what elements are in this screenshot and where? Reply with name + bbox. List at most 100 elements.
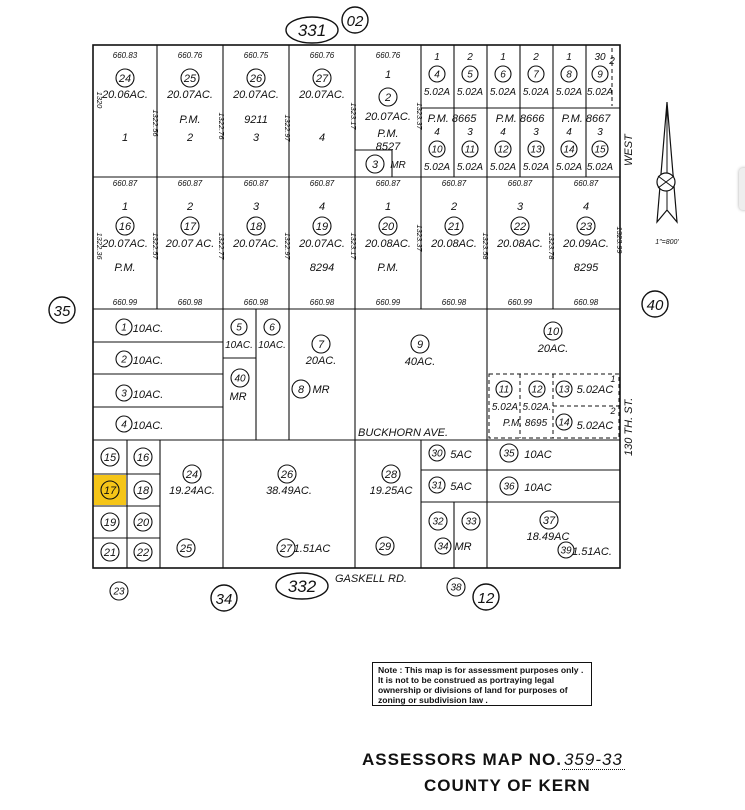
parcel-number: 21	[447, 221, 460, 233]
parcel-area: 5.02A	[457, 87, 483, 98]
parcel-area: 20.06AC.	[101, 89, 148, 101]
parcel-number-circle	[555, 380, 573, 398]
lot-number: 4	[566, 127, 572, 138]
parcel-area: 20.07AC.	[232, 89, 279, 101]
parcel-number: 1	[121, 323, 127, 334]
parcel-number-circle	[499, 476, 519, 496]
parcel-number: 16	[119, 221, 132, 233]
side-dimension: 1323.37	[415, 224, 424, 252]
parcel-area: 38.49AC.	[266, 485, 312, 497]
lot-number: 1	[610, 374, 615, 384]
parcel-area: 20.08AC.	[496, 238, 543, 250]
dimension-label: 660.98	[574, 298, 599, 307]
parcel-number-circle	[539, 510, 559, 530]
dimension-label: 660.87	[574, 179, 599, 188]
parcel-area: 20.07AC.	[298, 238, 345, 250]
pm-label: P.M.	[179, 114, 200, 126]
parcel-area: 5.02A	[492, 402, 518, 413]
parcel-number-circle	[246, 216, 266, 236]
parcel-area: 20.08AC.	[430, 238, 477, 250]
parcel-number: 23	[112, 587, 125, 598]
parcel-area: 5AC	[450, 481, 471, 493]
parcel-number: 29	[378, 541, 391, 553]
lot-number: 3	[253, 132, 260, 144]
side-scroll-tab[interactable]	[739, 168, 745, 210]
lot-number: 2	[608, 56, 615, 67]
parcel-number-circle	[100, 447, 120, 467]
parcel-area: 5.02AC	[577, 384, 614, 396]
dimension-label: 660.99	[508, 298, 533, 307]
parcel-number-circle	[528, 380, 546, 398]
street-labels: BUCKHORN AVE. GASKELL RD. 130 TH. ST. WE…	[335, 133, 635, 585]
parcel-number-circle	[115, 350, 133, 368]
parcel-area: 5.02A	[587, 162, 613, 173]
parcel-number: 7	[318, 339, 325, 351]
highlighted-parcel[interactable]	[94, 475, 126, 505]
side-dimension: 1320	[95, 92, 104, 110]
parcel-number: 38	[450, 583, 462, 594]
parcel-area: 20.07AC.	[166, 89, 213, 101]
parcel-number-circle	[115, 68, 135, 88]
parcel-number: 17	[184, 221, 197, 233]
parcel-area: 5.02A	[490, 162, 516, 173]
south-map-label: 34	[216, 591, 233, 608]
parcel-number: 28	[384, 469, 398, 481]
mr-label: MR	[229, 391, 246, 403]
parcel-area: 20.07AC.	[364, 111, 411, 123]
parcel-number-circle	[461, 511, 481, 531]
parcel-area: 5.02A	[424, 87, 450, 98]
lot-number: 3	[597, 127, 603, 138]
side-dimension: 1322.57	[151, 232, 160, 260]
lot-number: 4	[500, 127, 506, 138]
parcel-number: 12	[531, 385, 543, 396]
lot-number: 30	[594, 52, 606, 63]
parcel-number-circle	[494, 140, 512, 158]
dimension-label: 660.76	[310, 51, 335, 60]
parcel-number: 8	[298, 384, 305, 396]
side-dimension: 1323.78	[547, 232, 556, 260]
pm-label: P.M. 8667	[562, 113, 612, 125]
parcel-number: 22	[136, 547, 149, 559]
side-dimension: 1322.56	[151, 109, 160, 137]
parcel-number-circle	[461, 140, 479, 158]
parcel-number-circle	[230, 318, 248, 336]
parcel-number-circle	[115, 318, 133, 336]
side-dimension: 1322.97	[283, 114, 292, 142]
parcel-area: 20AC.	[305, 355, 337, 367]
parcel-lines	[93, 45, 620, 568]
parcel-number-circle	[428, 65, 446, 83]
map-number: 359-33	[561, 750, 625, 770]
parcel-area: 10AC.	[133, 355, 164, 367]
parcel-number-circle	[312, 216, 332, 236]
side-dimension: 1323.17	[349, 102, 358, 130]
parcel-number: 24	[185, 469, 198, 481]
parcel-number: 11	[465, 145, 475, 156]
parcel-number: 13	[558, 385, 570, 396]
parcel-number-circle	[180, 216, 200, 236]
parcel-number: 17	[104, 485, 117, 497]
parcel-area: 5.02A	[556, 162, 582, 173]
parcel-number-circle	[461, 65, 479, 83]
parcel-area: 10AC.	[225, 340, 253, 351]
dimension-label: 660.87	[244, 179, 269, 188]
parcel-area: 10AC.	[258, 340, 286, 351]
east-map-label: 40	[647, 297, 664, 314]
parcel-number: 10	[547, 326, 560, 338]
parcel-number-circle	[246, 68, 266, 88]
mr-label: MR	[312, 384, 329, 396]
parcel-number: 18	[137, 485, 150, 497]
lot-number: 2	[186, 132, 193, 144]
south-oval-label: 332	[288, 577, 317, 596]
mr-label: MR	[454, 541, 471, 553]
parcel-number: 2	[120, 355, 127, 366]
parcel-number: 12	[497, 145, 509, 156]
street-buckhorn: BUCKHORN AVE.	[358, 427, 448, 439]
parcel-number: 16	[137, 452, 150, 464]
lot-number: 4	[434, 127, 440, 138]
lot-number: 3	[467, 127, 473, 138]
county-title: COUNTY OF KERN	[424, 776, 591, 795]
parcel-number-circle	[375, 536, 395, 556]
parcel-number-circle	[115, 384, 133, 402]
dimension-label: 660.98	[244, 298, 269, 307]
parcel-area: 20AC.	[537, 343, 569, 355]
